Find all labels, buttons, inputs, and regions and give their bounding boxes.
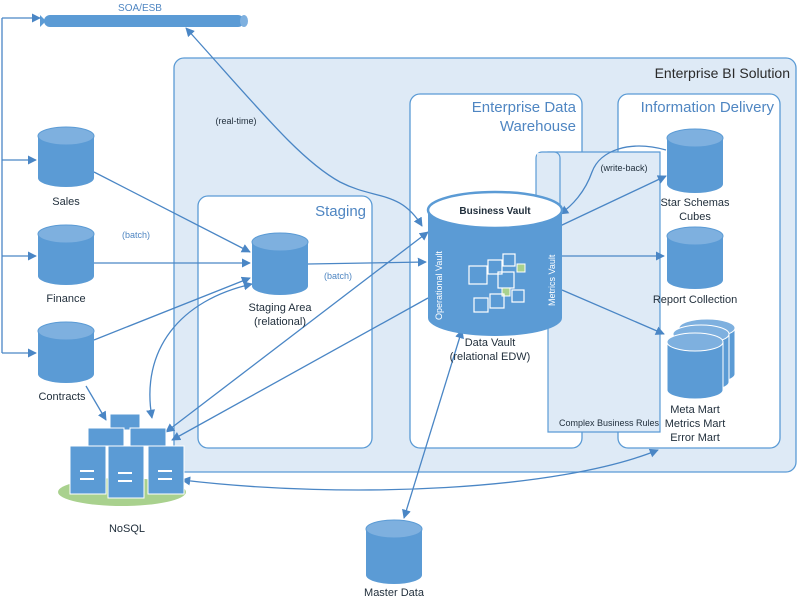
staging-area-label: Staging Area [249,302,313,314]
business-vault-label: Business Vault [459,206,531,217]
contracts-label: Contracts [38,391,86,403]
data-vault-sublabel: (relational EDW) [450,351,531,363]
enterprise-bi-title: Enterprise BI Solution [655,65,790,81]
batch-annotation-1: (batch) [122,230,150,240]
star-schemas-label: Star Schemas [660,197,730,209]
batch-annotation-2: (batch) [324,271,352,281]
finance-label: Finance [46,293,85,305]
metrics-vault-label: Metrics Vault [547,254,557,306]
marts-database-stack-icon [666,318,736,400]
sales-database-icon [37,126,95,187]
data-vault-label: Data Vault [465,337,516,349]
soa-esb-bus: SOA/ESB [40,3,248,27]
complex-rules-panel [547,151,661,433]
report-collection-database-icon [666,226,724,289]
staging-area-sublabel: (relational) [254,316,306,328]
master-data-database-icon [365,519,423,584]
connectors [85,27,667,519]
meta-mart-label: Meta Mart [670,404,720,416]
finance-database-icon [37,224,95,285]
staging-area-database-icon [251,232,309,295]
sales-label: Sales [52,196,80,208]
nosql-server-cluster-icon [58,413,186,506]
real-time-annotation: (real-time) [215,116,256,126]
write-back-annotation: (write-back) [600,163,647,173]
contracts-database-icon [37,321,95,383]
cubes-label: Cubes [679,211,711,223]
star-schemas-database-icon [666,128,724,193]
edw-title-line2: Warehouse [500,118,576,135]
complex-rules-label: Complex Business Rules [559,418,660,428]
master-data-label: Master Data [364,587,425,598]
soa-esb-label: SOA/ESB [118,3,162,14]
operational-vault-label: Operational Vault [434,251,444,320]
error-mart-label: Error Mart [670,432,720,444]
staging-title: Staging [315,203,366,220]
report-collection-label: Report Collection [653,294,737,306]
metrics-mart-label: Metrics Mart [665,418,726,430]
data-vault-database-icon [426,190,564,336]
info-delivery-title: Information Delivery [641,99,775,116]
edw-title-line1: Enterprise Data [472,99,577,116]
nosql-label: NoSQL [109,523,145,535]
